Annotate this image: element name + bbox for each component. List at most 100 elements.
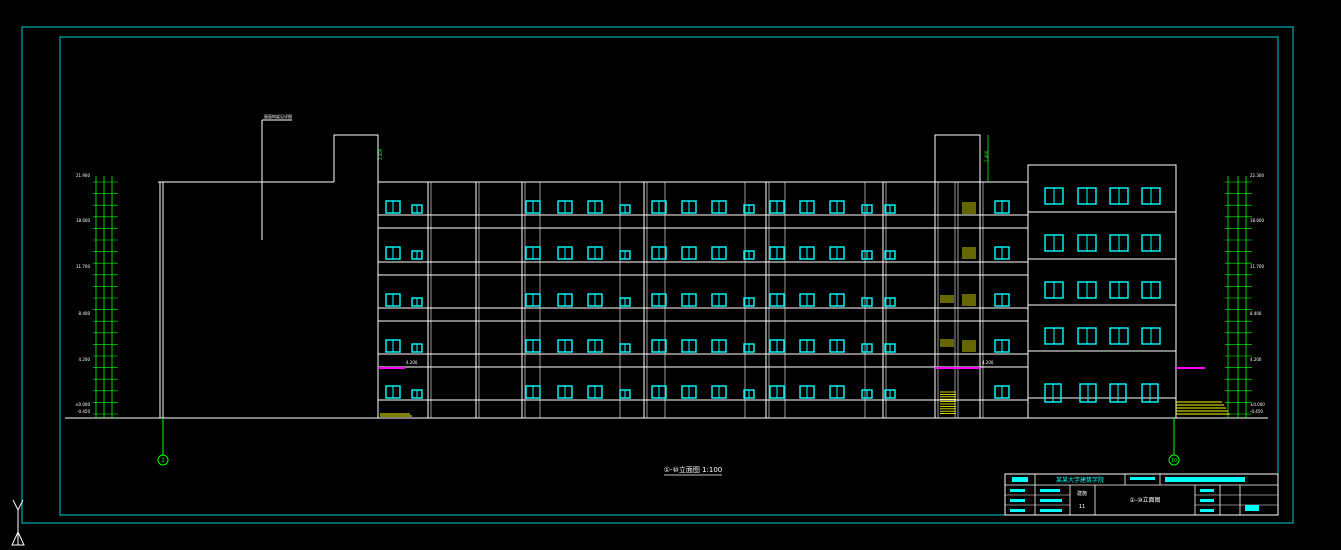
window (651, 293, 667, 307)
elevation-label: -0.450 (1250, 409, 1263, 414)
window (681, 339, 697, 353)
entrance-steps-left (380, 413, 412, 417)
window (681, 200, 697, 214)
window (769, 200, 785, 214)
window (861, 250, 873, 260)
left-end-wall (158, 119, 379, 418)
window (1077, 234, 1097, 252)
window (587, 293, 603, 307)
roof-elev-b: 2.400 (984, 150, 989, 162)
window (799, 339, 815, 353)
window (884, 250, 896, 260)
window (587, 385, 603, 399)
window (799, 385, 815, 399)
window (829, 339, 845, 353)
window (829, 246, 845, 260)
window (619, 343, 631, 353)
window (861, 204, 873, 214)
window (385, 339, 401, 353)
window (557, 246, 573, 260)
window (681, 293, 697, 307)
elevation-label: 21.900 (76, 173, 90, 178)
window (525, 246, 541, 260)
window (385, 200, 401, 214)
axis-marker-10 (1168, 454, 1180, 466)
window (411, 204, 423, 214)
window (525, 200, 541, 214)
window (829, 385, 845, 399)
window (1109, 383, 1127, 403)
window (711, 200, 727, 214)
title-sheet-code: 建施 (1077, 490, 1087, 497)
axis-label-1: 1 (161, 457, 165, 464)
window (769, 385, 785, 399)
window (619, 250, 631, 260)
window (385, 293, 401, 307)
window (385, 385, 401, 399)
window (799, 293, 815, 307)
window (829, 200, 845, 214)
window (385, 246, 401, 260)
elevation-label: 4.200 (1250, 357, 1262, 362)
window (587, 339, 603, 353)
window (651, 246, 667, 260)
elevation-label: 18.600 (1250, 218, 1264, 223)
window (1109, 187, 1129, 205)
title-block: 某某大学建筑学院 ①-⑩立面图 建施 11 (1004, 473, 1279, 516)
title-sheet-no: 11 (1079, 504, 1085, 510)
window (884, 297, 896, 307)
window (994, 200, 1010, 214)
window (1044, 234, 1064, 252)
axis-marker-1 (157, 454, 169, 466)
window (743, 389, 755, 399)
bay-lines (427, 182, 984, 418)
window (884, 389, 896, 399)
window (1044, 327, 1064, 345)
window (1141, 234, 1161, 252)
ucs-icon (11, 499, 25, 546)
inner-frame (59, 36, 1279, 516)
windows (385, 187, 1161, 403)
axis-label-10: 10 (1171, 458, 1177, 464)
window (743, 204, 755, 214)
window (557, 200, 573, 214)
window (743, 343, 755, 353)
window (743, 250, 755, 260)
window (525, 339, 541, 353)
elevation-label: 8.400 (79, 311, 91, 316)
window (1141, 327, 1161, 345)
window (557, 293, 573, 307)
elevation-label: 11.700 (1250, 264, 1264, 269)
floor-lines (378, 211, 1176, 401)
entrance-steps-right (1176, 401, 1230, 415)
window (587, 246, 603, 260)
window (525, 293, 541, 307)
window (1044, 383, 1062, 403)
window (1109, 327, 1129, 345)
elevation-label: 11.700 (76, 264, 90, 269)
window (1077, 327, 1097, 345)
window (1044, 281, 1064, 299)
window (619, 297, 631, 307)
window (861, 343, 873, 353)
elevation-label: -0.450 (77, 409, 90, 414)
window (619, 389, 631, 399)
window (769, 339, 785, 353)
main-outline (377, 134, 1177, 419)
window (994, 293, 1010, 307)
drawing-caption: ①-⑩立面图 1:100 (664, 465, 722, 474)
window (1109, 281, 1129, 299)
elevation-label: ±0.000 (75, 402, 90, 407)
window (681, 385, 697, 399)
window (681, 246, 697, 260)
window (711, 246, 727, 260)
elevation-label: ±0.000 (1250, 402, 1265, 407)
elevation-label: 22.300 (1250, 173, 1264, 178)
window (1079, 383, 1097, 403)
window (1077, 281, 1097, 299)
sill-elev-stair: 4.200 (982, 360, 994, 365)
window (711, 293, 727, 307)
window (587, 200, 603, 214)
